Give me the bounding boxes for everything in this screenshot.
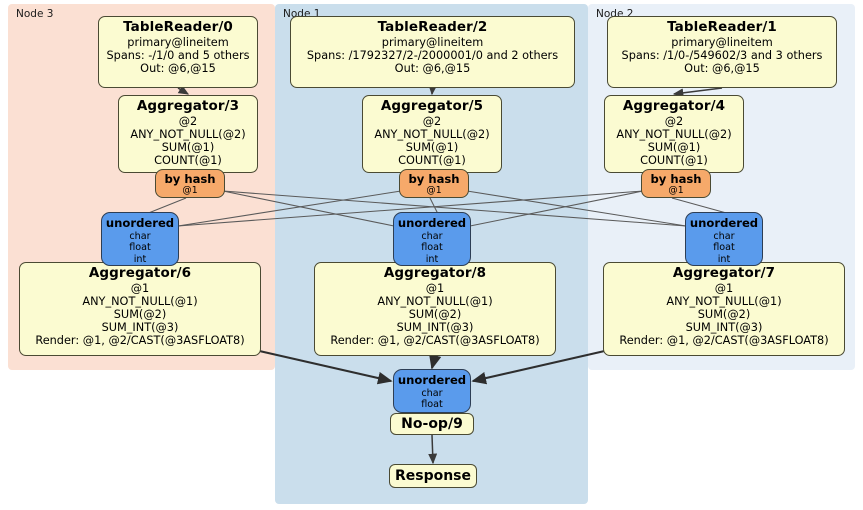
aggregator-detail: ANY_NOT_NULL(@2)	[616, 127, 732, 141]
aggregator-title: Aggregator/7	[672, 265, 776, 281]
aggregator-detail: @1	[714, 281, 734, 295]
hash-router-hash3[interactable]: by hash@1	[155, 169, 225, 198]
synchronizer-detail: int	[717, 253, 731, 265]
aggregator-detail: @2	[664, 114, 684, 128]
aggregator-detail: SUM_INT(@3)	[396, 320, 474, 334]
aggregator-detail: @2	[178, 114, 198, 128]
aggregator-detail: Render: @1, @2/CAST(@3ASFLOAT8)	[330, 334, 540, 348]
aggregator-detail: COUNT(@1)	[640, 153, 708, 167]
response-box[interactable]: Response	[389, 464, 477, 488]
synchronizer-detail: float	[421, 242, 443, 254]
hash-router-detail: @1	[668, 185, 684, 197]
aggregator-detail: ANY_NOT_NULL(@2)	[374, 127, 490, 141]
aggregator-title: Aggregator/8	[383, 265, 487, 281]
synchronizer-title: unordered	[689, 216, 759, 230]
aggregator-detail: ANY_NOT_NULL(@1)	[82, 294, 198, 308]
aggregator-detail: SUM(@2)	[408, 307, 462, 321]
synchronizer-detail: char	[421, 387, 443, 399]
table-reader-title: TableReader/1	[667, 19, 777, 35]
aggregator-detail: SUM_INT(@3)	[685, 320, 763, 334]
synchronizer-detail: float	[713, 242, 735, 254]
table-reader-detail: Spans: /1792327/2-/2000001/0 and 2 other…	[306, 48, 559, 62]
hash-router-detail: @1	[182, 185, 198, 197]
table-reader-detail: Out: @6,@15	[684, 61, 760, 75]
aggregator-detail: @1	[425, 281, 445, 295]
table-reader-detail: primary@lineitem	[127, 35, 229, 49]
hash-router-title: by hash	[164, 172, 216, 186]
synchronizer-title: unordered	[105, 216, 175, 230]
synchronizer-detail: char	[421, 230, 443, 242]
synchronizer-detail: float	[129, 242, 151, 254]
hash-router-title: by hash	[650, 172, 702, 186]
aggregator-detail: ANY_NOT_NULL(@1)	[666, 294, 782, 308]
aggregator-title: Aggregator/6	[88, 265, 192, 281]
aggregator-detail: Render: @1, @2/CAST(@3ASFLOAT8)	[619, 334, 829, 348]
synchronizer-detail: int	[425, 253, 439, 265]
table-reader-title: TableReader/0	[123, 19, 233, 35]
aggregator-detail: SUM_INT(@3)	[101, 320, 179, 334]
synchronizer-detail: int	[133, 253, 147, 265]
aggregator-detail: SUM(@1)	[405, 140, 459, 154]
aggregator-detail: SUM(@1)	[647, 140, 701, 154]
hash-router-hash4[interactable]: by hash@1	[641, 169, 711, 198]
table-reader-detail: primary@lineitem	[671, 35, 773, 49]
hash-router-title: by hash	[408, 172, 460, 186]
node-panel-label-node3: Node 3	[16, 8, 54, 20]
aggregator-detail: COUNT(@1)	[398, 153, 466, 167]
hash-router-detail: @1	[426, 185, 442, 197]
table-reader-detail: Spans: /1/0-/549602/3 and 3 others	[621, 48, 823, 62]
table-reader-detail: primary@lineitem	[381, 35, 484, 49]
synchronizer-detail: float	[421, 399, 443, 411]
aggregator-title: Aggregator/5	[380, 98, 484, 114]
table-reader-detail: Spans: -/1/0 and 5 others	[106, 48, 250, 62]
aggregator-detail: ANY_NOT_NULL(@2)	[130, 127, 246, 141]
table-reader-title: TableReader/2	[377, 19, 488, 35]
aggregator-detail: SUM(@1)	[161, 140, 215, 154]
noop-box[interactable]: No-op/9	[390, 413, 474, 435]
aggregator-detail: Render: @1, @2/CAST(@3ASFLOAT8)	[35, 334, 245, 348]
table-reader-detail: Out: @6,@15	[140, 61, 216, 75]
aggregator-detail: COUNT(@1)	[154, 153, 222, 167]
synchronizer-detail: char	[129, 230, 151, 242]
aggregator-detail: SUM(@2)	[113, 307, 167, 321]
aggregator-detail: SUM(@2)	[697, 307, 751, 321]
synchronizer-detail: char	[713, 230, 735, 242]
table-reader-detail: Out: @6,@15	[394, 61, 471, 75]
aggregator-title: Aggregator/3	[136, 98, 240, 114]
synchronizer-title: unordered	[397, 373, 467, 387]
aggregator-detail: ANY_NOT_NULL(@1)	[377, 294, 493, 308]
aggregator-detail: @2	[422, 114, 442, 128]
aggregator-title: Aggregator/4	[622, 98, 726, 114]
hash-router-hash5[interactable]: by hash@1	[399, 169, 469, 198]
aggregator-detail: @1	[130, 281, 150, 295]
synchronizer-title: unordered	[397, 216, 467, 230]
